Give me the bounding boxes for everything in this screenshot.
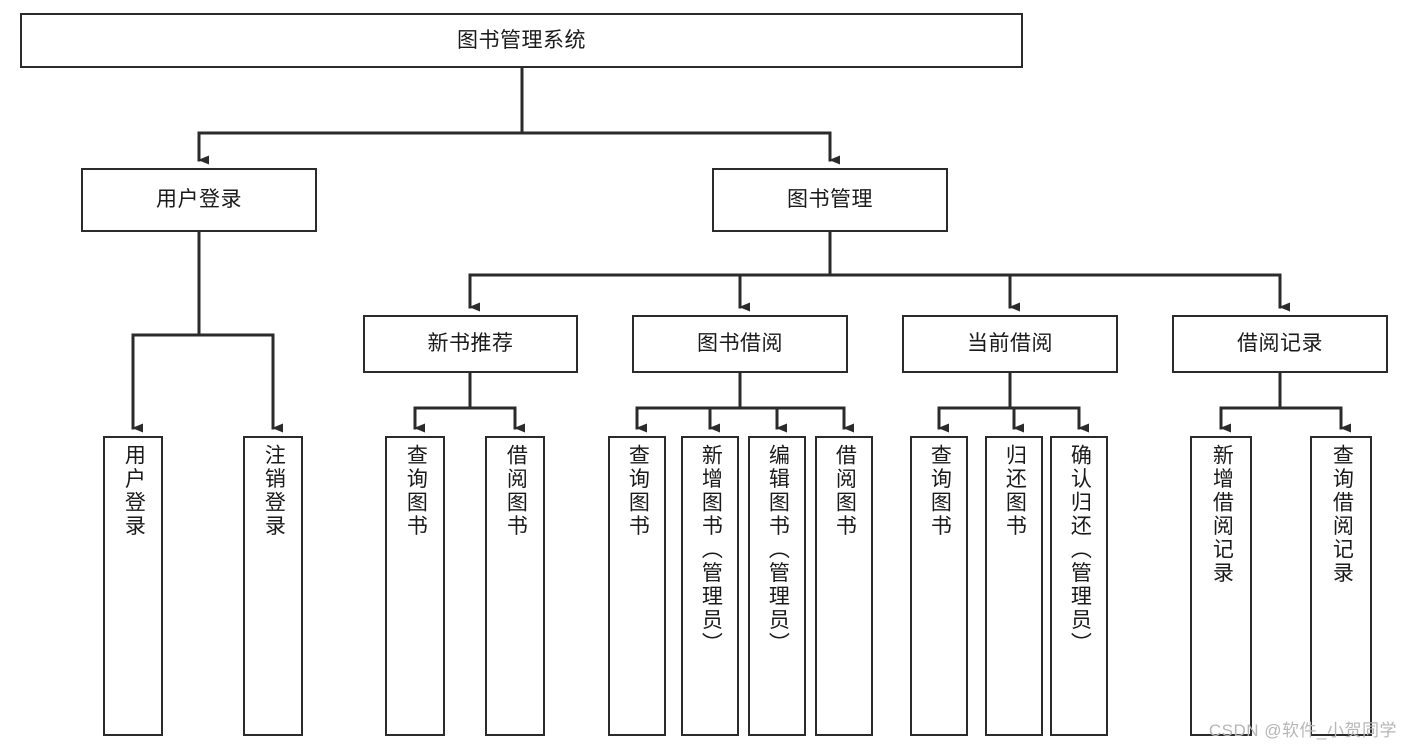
node-leaf-rec-query-label: 查询图书 — [404, 444, 428, 538]
node-leaf-user-logout-label: 注销登录 — [262, 444, 286, 538]
node-leaf-borrow-lend[interactable]: 借阅图书 — [815, 436, 873, 736]
node-leaf-rec-borrow[interactable]: 借阅图书 — [485, 436, 545, 736]
node-leaf-rec-query2-label: 查询借阅记录 — [1330, 444, 1354, 585]
node-leaf-borrow-edit-label: 编辑图书（管理员） — [766, 444, 790, 656]
node-leaf-borrow-add[interactable]: 新增图书（管理员） — [681, 436, 739, 736]
node-root[interactable]: 图书管理系统 — [20, 13, 1023, 68]
node-book-borrow[interactable]: 图书借阅 — [632, 315, 848, 373]
node-leaf-rec-add-label: 新增借阅记录 — [1210, 444, 1234, 585]
node-leaf-cur-return[interactable]: 归还图书 — [985, 436, 1043, 736]
node-leaf-rec-borrow-label: 借阅图书 — [504, 444, 528, 538]
node-new-book-rec-label: 新书推荐 — [427, 332, 514, 356]
node-leaf-borrow-lend-label: 借阅图书 — [833, 444, 857, 538]
node-leaf-borrow-edit[interactable]: 编辑图书（管理员） — [748, 436, 806, 736]
node-leaf-borrow-query[interactable]: 查询图书 — [608, 436, 666, 736]
node-leaf-rec-query2[interactable]: 查询借阅记录 — [1310, 436, 1372, 736]
node-leaf-borrow-add-label: 新增图书（管理员） — [699, 444, 723, 656]
node-book-borrow-label: 图书借阅 — [697, 332, 783, 356]
node-leaf-cur-query[interactable]: 查询图书 — [910, 436, 968, 736]
node-borrow-record-label: 借阅记录 — [1237, 332, 1323, 356]
node-leaf-cur-query-label: 查询图书 — [928, 444, 952, 538]
node-leaf-cur-confirm[interactable]: 确认归还（管理员） — [1050, 436, 1108, 736]
node-leaf-cur-return-label: 归还图书 — [1003, 444, 1027, 538]
node-current-borrow-label: 当前借阅 — [967, 332, 1053, 356]
node-book-admin[interactable]: 图书管理 — [712, 168, 948, 232]
node-new-book-rec[interactable]: 新书推荐 — [363, 315, 578, 373]
node-user-login-label: 用户登录 — [156, 188, 242, 212]
node-leaf-rec-query[interactable]: 查询图书 — [385, 436, 445, 736]
node-book-admin-label: 图书管理 — [787, 188, 873, 212]
node-root-label: 图书管理系统 — [457, 28, 586, 52]
node-leaf-user-login-label: 用户登录 — [122, 444, 146, 538]
node-leaf-rec-add[interactable]: 新增借阅记录 — [1190, 436, 1252, 736]
node-leaf-cur-confirm-label: 确认归还（管理员） — [1068, 444, 1092, 656]
node-leaf-user-logout[interactable]: 注销登录 — [243, 436, 303, 736]
node-borrow-record[interactable]: 借阅记录 — [1172, 315, 1388, 373]
node-leaf-user-login[interactable]: 用户登录 — [103, 436, 163, 736]
node-current-borrow[interactable]: 当前借阅 — [902, 315, 1118, 373]
node-user-login[interactable]: 用户登录 — [81, 168, 317, 232]
node-leaf-borrow-query-label: 查询图书 — [626, 444, 650, 538]
